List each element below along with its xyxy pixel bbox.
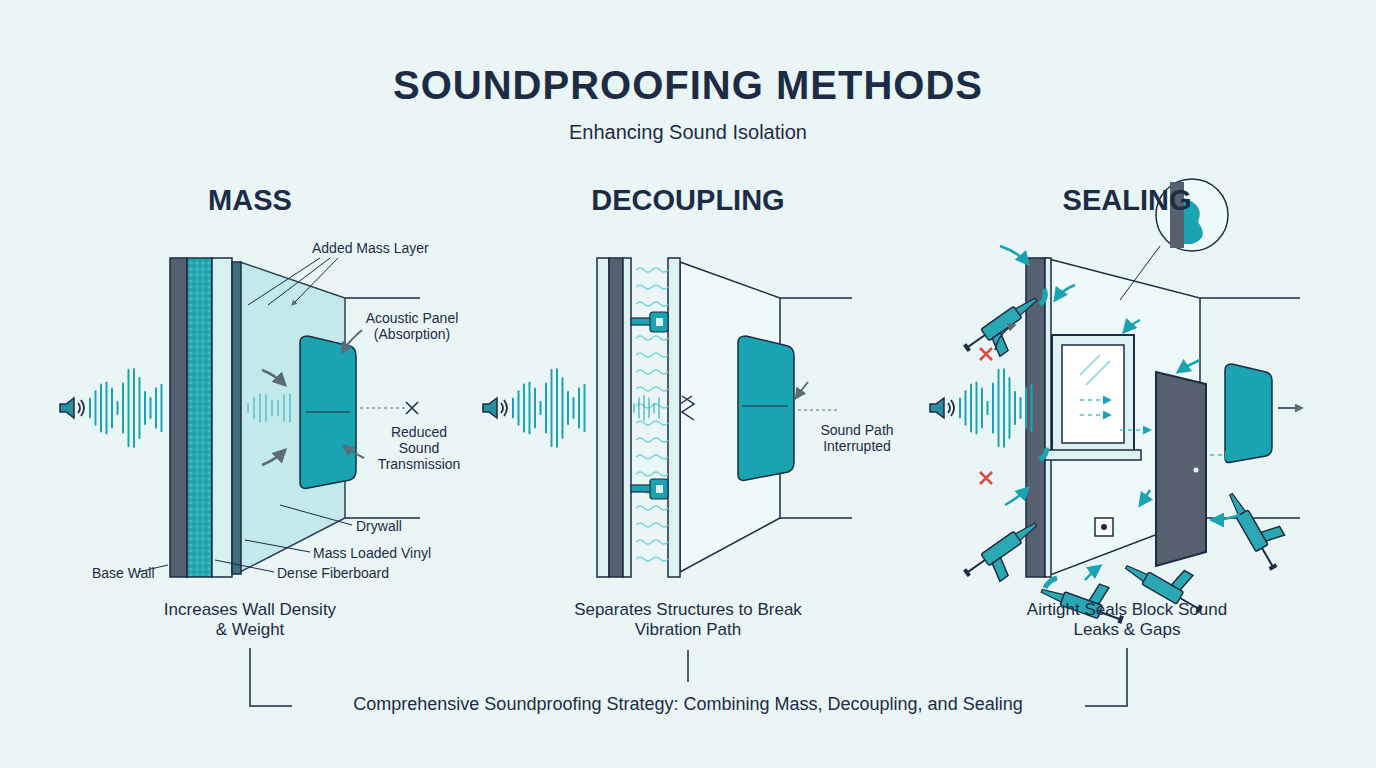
- panel-caption: Separates Structures to Break Vibration …: [558, 600, 818, 639]
- decoupling-wall: [597, 258, 860, 577]
- panel-heading: SEALING: [1007, 184, 1247, 217]
- panel-heading: MASS: [150, 184, 350, 217]
- door: [1156, 372, 1206, 566]
- part-label: Dense Fiberboard: [277, 565, 389, 581]
- resilient-clip: [631, 312, 668, 499]
- part-label: Base Wall: [92, 565, 155, 581]
- part-label: Added Mass Layer: [312, 240, 429, 256]
- subtitle: Enhancing Sound Isolation: [438, 121, 938, 144]
- title: SOUNDPROOFING METHODS: [0, 62, 1376, 108]
- callout-note: Sound Path Interrupted: [802, 422, 912, 454]
- sealing-wall: [961, 179, 1302, 627]
- panel-heading: DECOUPLING: [538, 184, 838, 217]
- part-label: Drywall: [356, 518, 402, 534]
- mass-wall: [138, 258, 420, 577]
- part-label: Mass Loaded Vinyl: [313, 545, 431, 561]
- part-label: Acoustic Panel (Absorption): [357, 310, 467, 342]
- callout-note: Reduced Sound Transmission: [374, 424, 464, 472]
- panel-caption: Airtight Seals Block Sound Leaks & Gaps: [1017, 600, 1237, 639]
- strategy-caption: Comprehensive Soundproofing Strategy: Co…: [347, 694, 1028, 715]
- window: [1045, 335, 1141, 460]
- panel-caption: Increases Wall Density & Weight: [160, 600, 340, 639]
